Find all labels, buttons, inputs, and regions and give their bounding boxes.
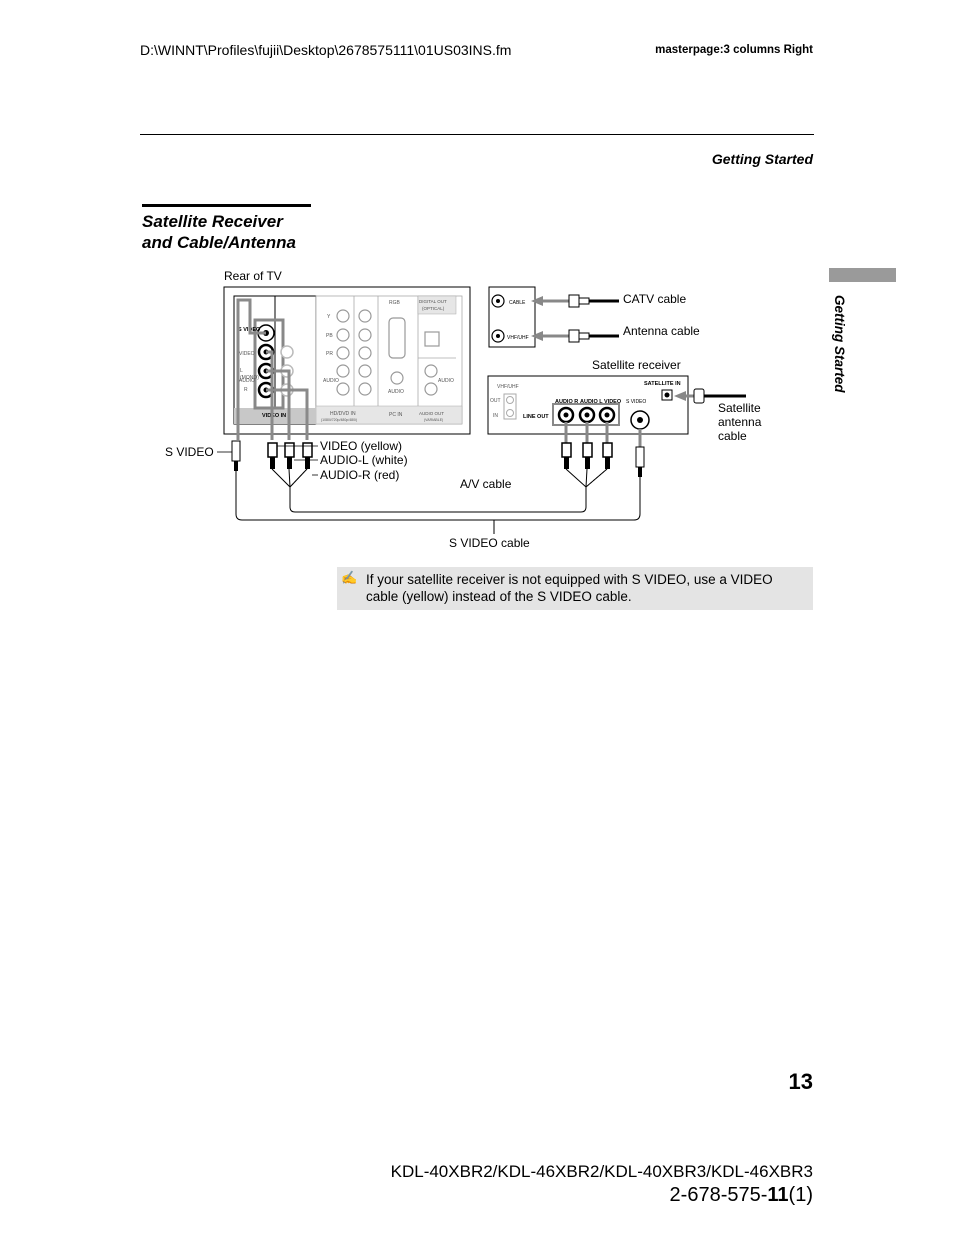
tv-y-label: Y bbox=[327, 314, 331, 320]
tv-optical-label: (OPTICAL) bbox=[422, 306, 445, 311]
satellite-antenna-line-1: Satellite bbox=[718, 401, 761, 415]
tv-pb-label: PB bbox=[326, 333, 333, 339]
tv-hddvd-label: HD/DVD IN bbox=[330, 411, 356, 417]
code-bold: 11 bbox=[767, 1184, 789, 1206]
code-prefix: 2-678-575- bbox=[669, 1184, 768, 1206]
tv-pr-label: PR bbox=[326, 351, 333, 357]
tv-video-label: VIDEO bbox=[239, 351, 255, 357]
tv-audio-label: AUDIO bbox=[239, 378, 255, 384]
tv-variable-label: (VARIABLE) bbox=[424, 418, 443, 422]
rcv-in-label: IN bbox=[493, 413, 498, 419]
heading-line-1: Satellite Receiver bbox=[142, 212, 283, 231]
code-suffix: (1) bbox=[788, 1184, 813, 1206]
tv-cable-bundle bbox=[236, 298, 309, 440]
antenna-vhfuhf-label: VHF/UHF bbox=[507, 335, 529, 341]
note-box bbox=[337, 567, 813, 610]
antenna-cable-label: CABLE bbox=[509, 300, 526, 306]
tv-l-label: L bbox=[240, 368, 243, 374]
note-line-1: If your satellite receiver is not equipp… bbox=[366, 572, 773, 587]
s-video-cable-label: S VIDEO cable bbox=[449, 536, 530, 550]
cable-lines bbox=[235, 468, 641, 534]
tv-ao-audio-label: AUDIO bbox=[438, 378, 454, 384]
satellite-receiver-panel: VHF/UHF OUT IN LINE OUT AUDIO R AUDIO L … bbox=[487, 375, 746, 435]
rcv-lineout-label: LINE OUT bbox=[523, 414, 549, 420]
av-cable-label: A/V cable bbox=[460, 477, 512, 491]
satellite-antenna-cable-label: Satellite antenna cable bbox=[718, 401, 761, 443]
antenna-panel: CABLE VHF/UHF bbox=[488, 286, 619, 348]
rcv-satin-label: SATELLITE IN bbox=[644, 381, 681, 387]
rcv-audiol-label: AUDIO L bbox=[580, 399, 603, 405]
audio-l-white-label: AUDIO-L (white) bbox=[320, 453, 408, 467]
satellite-receiver-label: Satellite receiver bbox=[592, 358, 681, 372]
antenna-cable-label: Antenna cable bbox=[623, 324, 700, 338]
tv-videoin-label: VIDEO IN bbox=[262, 413, 286, 419]
rcv-audior-label: AUDIO R bbox=[555, 399, 578, 405]
s-video-left-label: S VIDEO bbox=[165, 445, 214, 459]
tv-rgb-label: RGB bbox=[389, 300, 401, 306]
masterpage-label: masterpage:3 columns Right bbox=[655, 44, 813, 56]
tv-rear-panel: S VIDEO VIDEO L (MONO) AUDIO R VIDEO IN … bbox=[223, 286, 471, 435]
section-header: Getting Started bbox=[711, 151, 813, 167]
side-tab-marker bbox=[829, 268, 896, 282]
model-numbers: KDL-40XBR2/KDL-46XBR2/KDL-40XBR3/KDL-46X… bbox=[390, 1162, 813, 1181]
document-code: 2-678-575-11(1) bbox=[670, 1184, 813, 1207]
heading-rule bbox=[142, 204, 311, 207]
tv-hd-audio-label: AUDIO bbox=[323, 378, 339, 384]
note-text: If your satellite receiver is not equipp… bbox=[366, 571, 806, 605]
rcv-video-label: VIDEO bbox=[604, 399, 622, 405]
header-rule bbox=[140, 134, 814, 135]
rcv-vhfuhf-label: VHF/UHF bbox=[497, 384, 519, 390]
video-yellow-label: VIDEO (yellow) bbox=[320, 439, 403, 453]
note-line-2: cable (yellow) instead of the S VIDEO ca… bbox=[366, 589, 632, 604]
file-path: D:\WINNT\Profiles\fujii\Desktop\26785751… bbox=[140, 42, 512, 58]
tv-digital-out-label: DIGITAL OUT bbox=[419, 299, 447, 304]
note-pencil-icon: ✍ bbox=[341, 570, 358, 585]
heading-line-2: and Cable/Antenna bbox=[142, 233, 296, 252]
rear-of-tv-label: Rear of TV bbox=[224, 269, 282, 283]
tv-hddvd-sub-label: (1080i/720p/480p/480i) bbox=[321, 418, 357, 422]
cable-plugs bbox=[231, 422, 645, 477]
tv-audio-out-label: AUDIO OUT bbox=[419, 411, 444, 416]
rcv-svideo-label: S VIDEO bbox=[626, 399, 646, 405]
satellite-antenna-line-2: antenna bbox=[718, 415, 762, 429]
satellite-antenna-line-3: cable bbox=[718, 429, 747, 443]
side-tab-label: Getting Started bbox=[832, 295, 847, 393]
rcv-out-label: OUT bbox=[490, 398, 501, 404]
tv-pcin-label: PC IN bbox=[389, 412, 403, 418]
page-number: 13 bbox=[788, 1069, 813, 1094]
section-heading: Satellite Receiver and Cable/Antenna bbox=[142, 211, 296, 253]
tv-mono-label: (MONO) bbox=[240, 375, 259, 381]
catv-cable-label: CATV cable bbox=[623, 292, 687, 306]
tv-r-label: R bbox=[244, 387, 248, 393]
tv-pc-audio-label: AUDIO bbox=[388, 389, 404, 395]
audio-r-red-label: AUDIO-R (red) bbox=[320, 468, 400, 482]
leader-lines bbox=[217, 445, 318, 476]
dashed-lines bbox=[289, 468, 608, 488]
